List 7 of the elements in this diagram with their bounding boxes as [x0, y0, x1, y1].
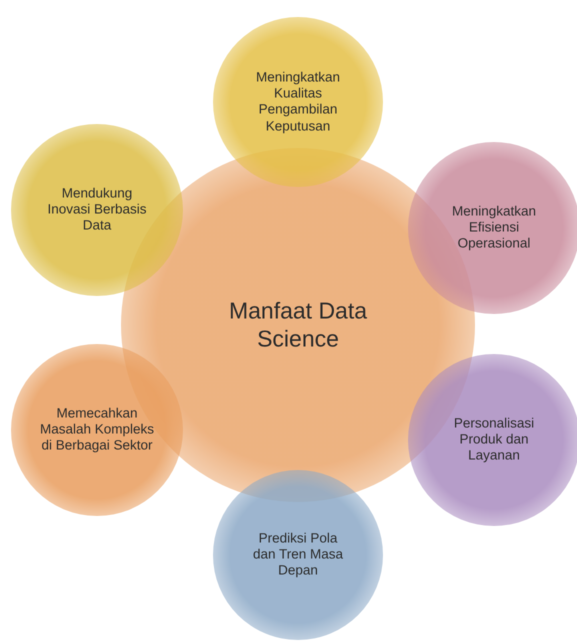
benefit-label: Meningkatkan Kualitas Pengambilan Keputusan	[254, 70, 342, 134]
benefit-label: Personalisasi Produk dan Layanan	[452, 416, 536, 464]
central-title: Manfaat Data Science	[228, 297, 368, 353]
benefit-label: Memecahkan Masalah Kompleks di Berbagai Sektor	[38, 406, 156, 454]
benefit-label: Prediksi Pola dan Tren Masa Depan	[252, 530, 344, 580]
benefit-label: Mendukung Inovasi Berbasis Data	[46, 186, 148, 234]
benefit-label: Meningkatkan Efisiensi Operasional	[450, 204, 538, 252]
